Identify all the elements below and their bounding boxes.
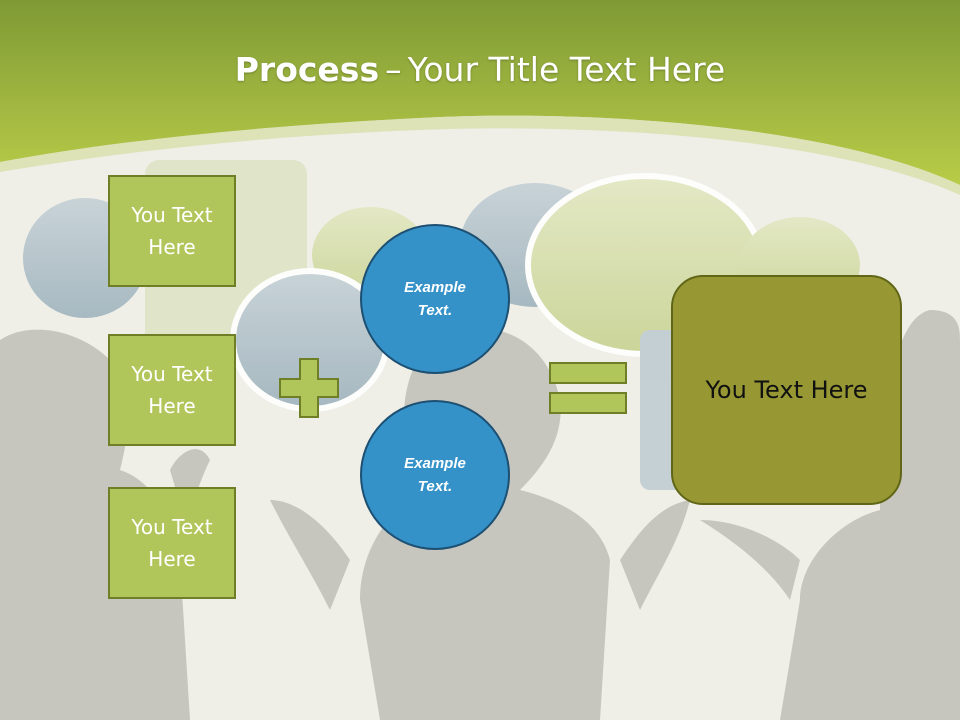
example-circle-1[interactable]: Example Text. <box>360 224 510 374</box>
input-box-1[interactable]: You Text Here <box>108 175 236 287</box>
input-box-3[interactable]: You Text Here <box>108 487 236 599</box>
example-circle-1-label: Example Text. <box>404 279 466 319</box>
equals-icon <box>549 362 627 414</box>
title-bold: Process <box>234 50 380 89</box>
input-box-1-label: You Text Here <box>131 203 213 259</box>
title-rest: Your Title Text Here <box>407 50 726 89</box>
result-box-label: You Text Here <box>705 376 868 404</box>
result-box[interactable]: You Text Here <box>671 275 902 505</box>
title-separator: – <box>385 50 402 89</box>
example-circle-2[interactable]: Example Text. <box>360 400 510 550</box>
input-box-3-label: You Text Here <box>131 515 213 571</box>
plus-icon <box>279 358 339 418</box>
example-circle-2-label: Example Text. <box>404 455 466 495</box>
input-box-2-label: You Text Here <box>131 362 213 418</box>
slide-title: Process–Your Title Text Here <box>0 50 960 89</box>
input-box-2[interactable]: You Text Here <box>108 334 236 446</box>
